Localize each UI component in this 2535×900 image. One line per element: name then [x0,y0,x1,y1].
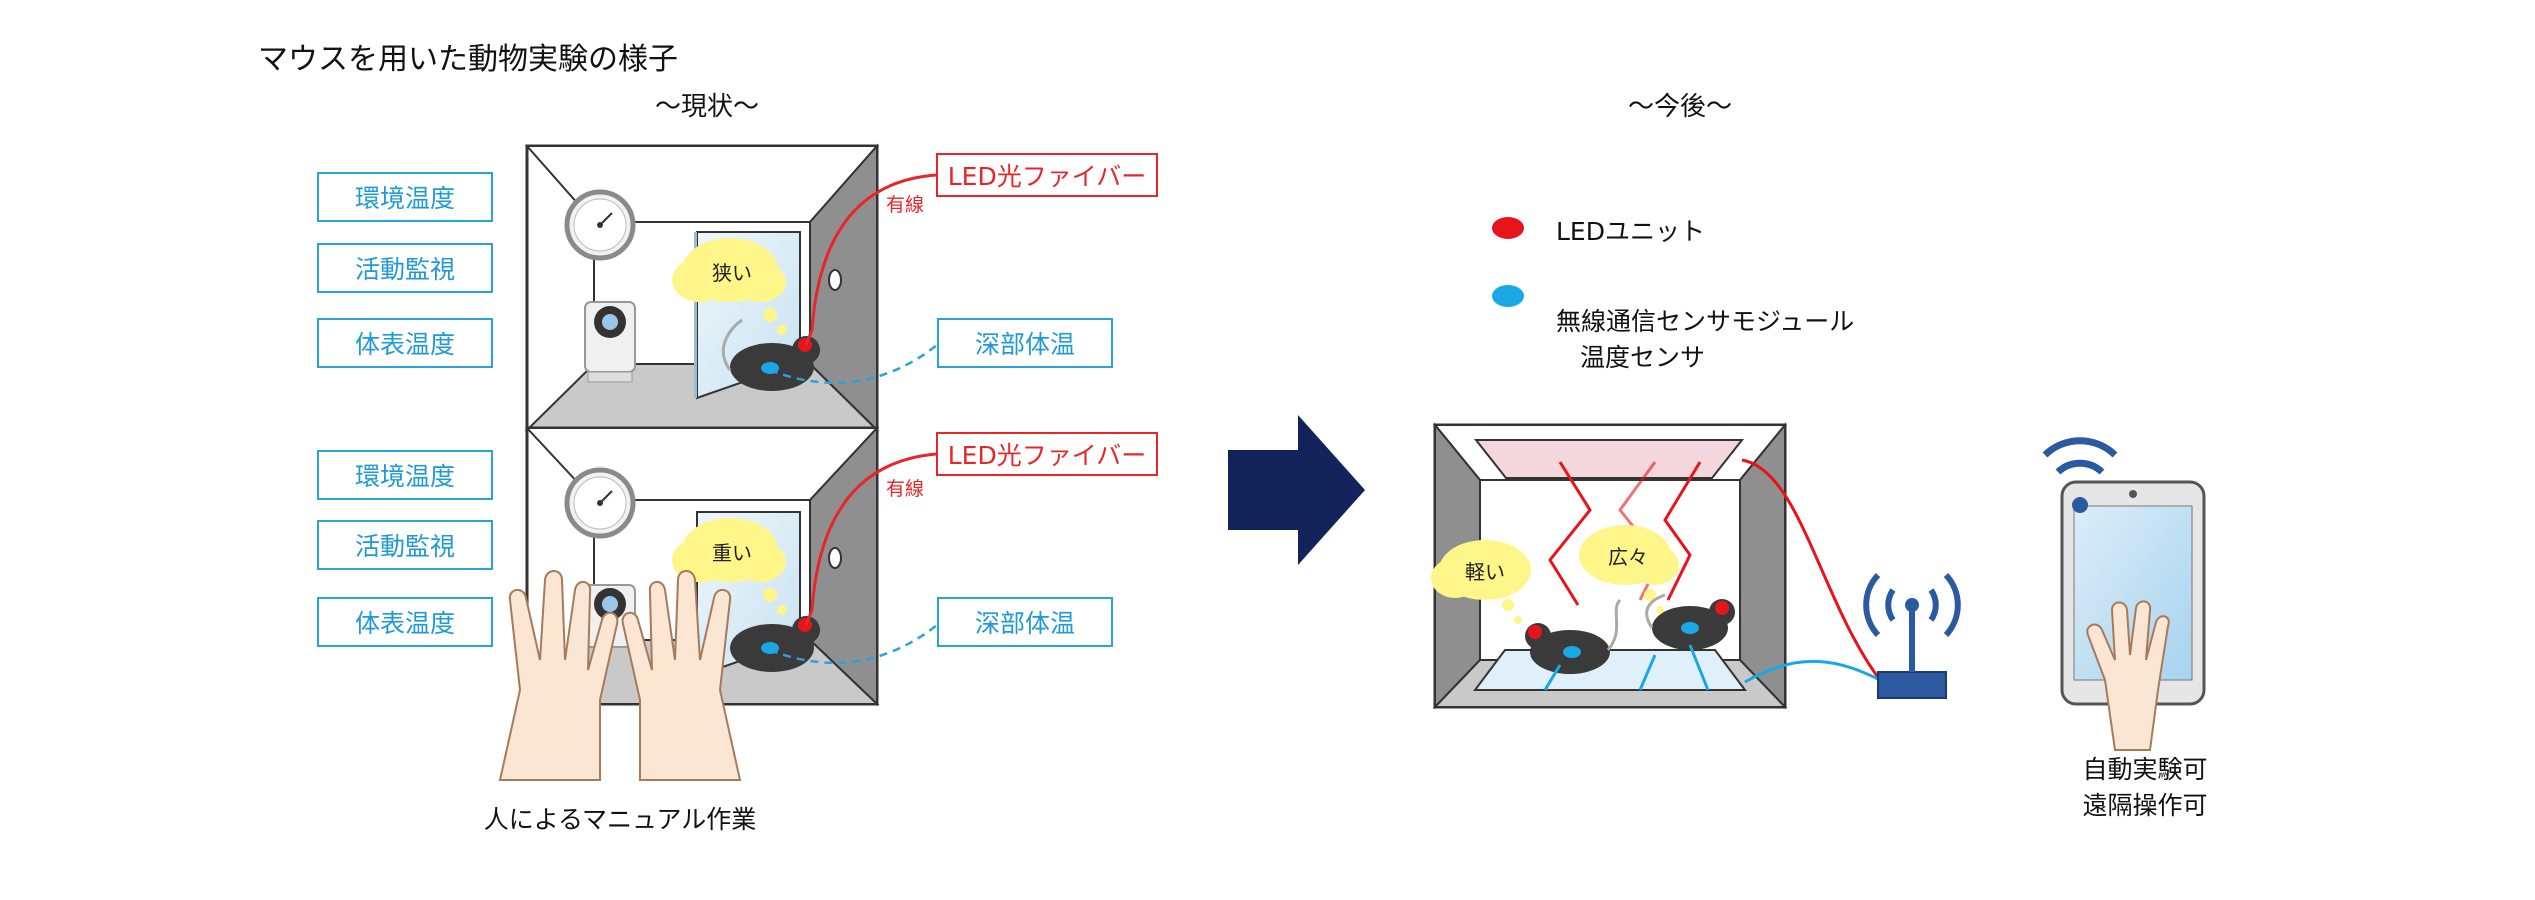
wifi-icon [2042,437,2118,475]
upper-surface-temp-label: 体表温度 [317,318,493,368]
upper-activity-label: 活動監視 [317,243,493,293]
lower-activity-label: 活動監視 [317,520,493,570]
arrow-icon [1228,415,1365,565]
lower-thought-cloud [672,518,787,615]
right-hand-icon [621,570,742,781]
upper-thought-text: 狭い [712,261,752,285]
legend-sensor-dot [1492,285,1524,307]
lower-cage [524,425,880,707]
upper-mouse-icon [721,318,820,391]
lower-wired-label: 有線 [886,478,925,500]
future-mouse-right-icon [1645,593,1735,650]
lower-clock-icon [564,467,636,539]
auto-experiment-caption: 自動実験可 [2082,755,2208,784]
future-thought-right-text: 広々 [1608,545,1648,569]
lower-env-temp-label: 環境温度 [317,450,493,500]
future-thought-left-text: 軽い [1465,560,1505,584]
lower-surface-temp-label: 体表温度 [317,597,493,647]
upper-camera-icon [584,301,636,383]
future-mouse-left-icon [1525,598,1622,674]
current-heading: 〜現状〜 [655,92,760,122]
lower-core-temp-label: 深部体温 [937,597,1113,647]
upper-cage [524,143,880,433]
antenna-icon [1863,572,1961,699]
upper-fiber-label: LED光ファイバー [936,153,1158,197]
page-title: マウスを用いた動物実験の様子 [258,42,678,77]
left-hand-icon [498,570,619,781]
tablet-icon [2060,480,2206,706]
upper-core-temp-label: 深部体温 [937,318,1113,368]
remote-operation-caption: 遠隔操作可 [2082,791,2208,820]
manual-work-caption: 人によるマニュアル作業 [483,805,757,834]
lower-fiber-label: LED光ファイバー [936,432,1158,476]
legend-temp-sensor-label: 温度センサ [1580,343,1706,372]
tablet-hand-icon [2086,600,2170,751]
upper-thought-cloud [672,238,787,335]
upper-wired-label: 有線 [886,194,925,216]
upper-env-temp-label: 環境温度 [317,172,493,222]
upper-clock-icon [564,189,636,261]
legend-sensor-label: 無線通信センサモジュール [1556,307,1855,336]
legend-led-dot [1492,217,1524,239]
future-heading: 〜今後〜 [1628,92,1733,122]
lower-thought-text: 重い [712,541,752,565]
lower-mouse-icon [730,616,820,672]
lower-camera-icon [584,584,636,648]
legend-led-label: LEDユニット [1556,217,1705,246]
